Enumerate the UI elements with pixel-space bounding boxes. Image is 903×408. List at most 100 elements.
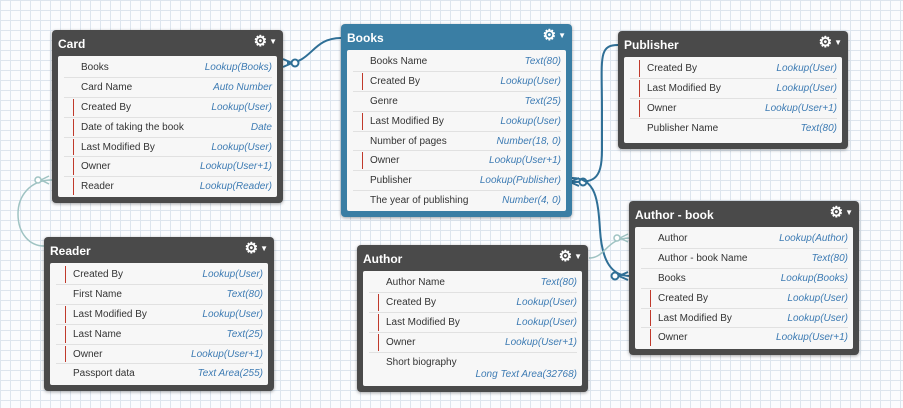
relation-publisher-books (571, 44, 619, 183)
field-name: Publisher Name (647, 122, 719, 134)
field-type: Lookup(User) (516, 296, 577, 308)
field-type: Lookup(User+1) (765, 102, 837, 114)
entity-author[interactable]: Author ⚙▼ Author Name Text(80) Created By… (357, 245, 588, 392)
field-row[interactable]: Last Modified By Lookup(User) (369, 313, 577, 333)
field-type: Lookup(User+1) (776, 332, 848, 344)
gear-icon[interactable]: ⚙▼ (244, 240, 268, 257)
field-name: Author Name (386, 277, 445, 288)
field-row[interactable]: Genre Text(25) (353, 92, 561, 112)
crowfoot-card-reader (34, 175, 50, 185)
field-name: Books (658, 272, 686, 284)
entity-publisher[interactable]: Publisher ⚙▼ Created By Lookup(User) Last… (618, 31, 848, 149)
gear-icon[interactable]: ⚙▼ (829, 204, 853, 221)
field-row[interactable]: Created By Lookup(User) (353, 72, 561, 92)
field-name: Last Modified By (386, 316, 460, 328)
field-type: Lookup(User) (202, 269, 263, 280)
field-type: Lookup(User) (202, 308, 263, 320)
gear-icon[interactable]: ⚙▼ (542, 27, 566, 44)
field-type: Lookup(User) (500, 75, 561, 87)
field-row[interactable]: Author Lookup(Author) (641, 229, 848, 249)
caret-down-icon[interactable]: ▼ (260, 244, 268, 253)
entity-title: Author (363, 252, 403, 266)
field-name: Created By (647, 63, 698, 74)
field-type: Lookup(User+1) (200, 161, 272, 173)
field-row[interactable]: Author Name Text(80) (369, 273, 577, 293)
field-type: Lookup(User) (516, 316, 577, 328)
field-name: Last Modified By (81, 141, 155, 153)
field-type: Text(80) (540, 277, 577, 288)
entity-title: Publisher (624, 38, 679, 52)
caret-down-icon[interactable]: ▼ (269, 37, 277, 46)
field-name: Genre (370, 95, 398, 107)
field-type: Lookup(User) (500, 115, 561, 127)
field-type: Text Area(255) (197, 368, 263, 380)
field-name: Date of taking the book (81, 121, 184, 133)
field-row[interactable]: The year of publishing Number(4, 0) (353, 191, 561, 210)
field-name: Last Modified By (73, 308, 147, 320)
field-name: Short biography (386, 356, 457, 368)
field-type: Number(4, 0) (502, 195, 561, 207)
field-type: Lookup(Publisher) (479, 175, 561, 187)
field-type: Long Text Area(32768) (475, 368, 577, 380)
field-name: The year of publishing (370, 195, 469, 207)
field-name: Number of pages (370, 135, 447, 147)
field-row[interactable]: Last Modified By Lookup(User) (56, 305, 263, 325)
gear-icon[interactable]: ⚙▼ (253, 33, 277, 50)
field-row[interactable]: Owner Lookup(User+1) (630, 99, 837, 119)
field-row[interactable]: Created By Lookup(User) (630, 59, 837, 79)
relation-author-author-book (588, 237, 631, 259)
field-name: Last Name (73, 328, 122, 340)
field-name: Card Name (81, 81, 133, 93)
caret-down-icon[interactable]: ▼ (845, 208, 853, 217)
gear-icon[interactable]: ⚙▼ (818, 34, 842, 51)
field-type: Text(25) (524, 95, 561, 107)
gear-icon[interactable]: ⚙▼ (558, 248, 582, 265)
field-name: Created By (370, 75, 421, 87)
crowfoot-author-author-book (613, 233, 629, 243)
crowfoot-books-publisher (567, 177, 588, 187)
field-name: Last Modified By (658, 312, 732, 324)
field-type: Lookup(Author) (779, 233, 848, 244)
field-name: Author (658, 233, 688, 244)
field-name: Owner (647, 102, 677, 114)
caret-down-icon[interactable]: ▼ (834, 38, 842, 47)
field-type: Lookup(User) (776, 63, 837, 74)
field-name: First Name (73, 288, 122, 300)
field-type: Lookup(User+1) (505, 336, 577, 348)
caret-down-icon[interactable]: ▼ (558, 31, 566, 40)
caret-down-icon[interactable]: ▼ (574, 252, 582, 261)
field-type: Lookup(User+1) (191, 348, 263, 360)
